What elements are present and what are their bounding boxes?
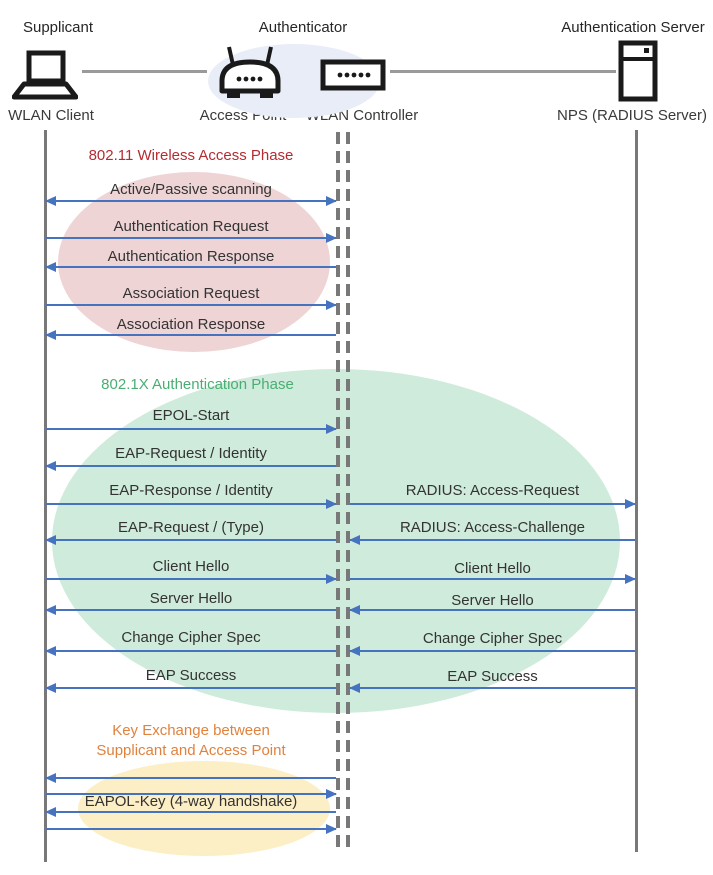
lifeline-controller-right	[346, 132, 350, 852]
message-label: EAP-Request / Identity	[115, 445, 267, 462]
message-arrow	[45, 196, 337, 206]
message-label: EAP Success	[145, 667, 237, 684]
phase3-title: Key Exchange between Supplicant and Acce…	[46, 721, 336, 761]
role-supplicant: Supplicant	[22, 19, 94, 36]
message-arrow	[350, 574, 636, 584]
message-arrow	[46, 300, 337, 310]
message-arrow	[46, 574, 337, 584]
message-label: RADIUS: Access-Request	[405, 482, 580, 499]
role-auth-server: Authentication Server	[561, 19, 705, 36]
message-arrow	[45, 683, 336, 693]
message-arrow	[45, 461, 336, 471]
message-arrow	[46, 789, 337, 799]
server-icon	[618, 40, 658, 102]
message-label: RADIUS: Access-Challenge	[399, 519, 586, 536]
link-controller-server	[390, 70, 616, 73]
access-point-icon	[219, 46, 281, 98]
message-label: Association Response	[116, 316, 266, 333]
link-client-ap	[82, 70, 207, 73]
phase3-title-line2: Supplicant and Access Point	[96, 742, 286, 759]
message-label: Change Cipher Spec	[422, 630, 563, 647]
message-label: Client Hello	[152, 558, 230, 575]
phase3-title-line1: Key Exchange between	[112, 722, 270, 739]
message-arrow	[45, 773, 336, 783]
message-arrow	[45, 807, 336, 817]
message-label: EAP-Request / (Type)	[118, 519, 264, 536]
message-arrow	[349, 646, 635, 656]
phase2-title: 802.1X Authentication Phase	[101, 376, 294, 393]
message-label: EAP-Response / Identity	[109, 482, 273, 499]
message-label: Change Cipher Spec	[121, 629, 261, 646]
message-arrow	[349, 535, 635, 545]
message-arrow	[46, 824, 337, 834]
message-arrow	[45, 646, 336, 656]
phase1-ellipse	[58, 172, 330, 352]
message-label: EAP Success	[447, 668, 538, 685]
device-nps-radius: NPS (RADIUS Server)	[556, 107, 708, 124]
phase1-title: 802.11 Wireless Access Phase	[88, 147, 294, 164]
lifeline-wlan-client	[44, 130, 47, 862]
message-arrow	[350, 499, 636, 509]
message-label: Active/Passive scanning	[110, 181, 272, 198]
role-authenticator: Authenticator	[258, 19, 348, 36]
message-label: Client Hello	[454, 560, 531, 577]
wlan-controller-icon	[320, 59, 386, 91]
message-arrow	[45, 330, 336, 340]
message-label: Association Request	[122, 285, 260, 302]
message-arrow	[46, 499, 337, 509]
message-arrow	[349, 605, 635, 615]
message-label: Server Hello	[149, 590, 233, 607]
message-label: Authentication Request	[113, 218, 269, 235]
device-wlan-client: WLAN Client	[8, 107, 94, 124]
lifeline-radius-server	[635, 130, 638, 852]
message-label: EAPOL-Key (4-way handshake)	[84, 793, 298, 810]
message-arrow	[45, 262, 336, 272]
message-label: Authentication Response	[107, 248, 275, 265]
message-arrow	[349, 683, 635, 693]
phase3-ellipse	[78, 761, 330, 856]
laptop-icon	[12, 50, 78, 100]
message-arrow	[46, 424, 337, 434]
message-arrow	[46, 233, 337, 243]
message-arrow	[45, 535, 336, 545]
message-arrow	[45, 605, 336, 615]
lifeline-controller-left	[336, 132, 340, 852]
message-label: EPOL-Start	[152, 407, 230, 424]
message-label: Server Hello	[451, 592, 534, 609]
